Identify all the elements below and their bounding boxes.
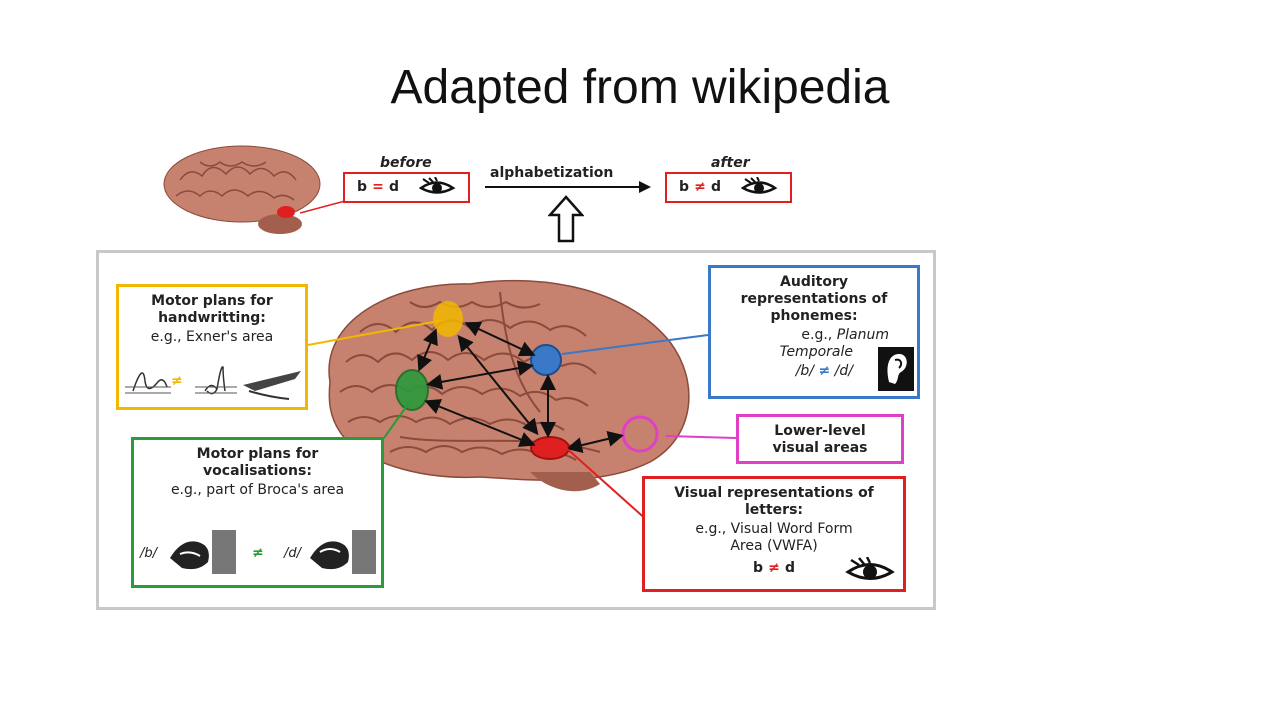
visual-letters-box: Visual representations of letters: e.g.,… [642,476,906,592]
auditory-title-3: phonemes: [770,308,858,324]
motor-handwriting-example: e.g., Exner's area [150,329,274,345]
up-arrow-icon [548,195,584,243]
motor-handwriting-box: Motor plans for handwritting: e.g., Exne… [116,284,308,410]
motor-vocal-example: e.g., part of Broca's area [170,482,345,498]
auditory-example-1: Planum [836,327,889,343]
leader-lines [307,319,737,531]
vocal-pair-right: /d/ [284,546,302,561]
auditory-title-1: Auditory [780,274,848,290]
alphabetization-arrow [485,181,651,193]
large-brain-illustration [328,279,690,492]
eye-icon [419,177,456,194]
process-label: alphabetization [490,165,614,181]
motor-vocal-box: Motor plans for vocalisations: e.g., par… [131,437,384,588]
before-letter-left: b [357,179,368,195]
small-brain-icon [163,145,321,234]
broca-area-marker [395,369,429,411]
visual-letters-not-equal-sign: ≠ [768,560,780,576]
auditory-not-equal-sign: ≠ [818,363,831,379]
motor-handwriting-title-1: Motor plans for [151,293,273,309]
vocal-pair-left: /b/ [140,546,158,561]
before-label: before [380,155,432,171]
auditory-box: Auditory representations of phonemes: e.… [708,265,920,399]
after-letter-left: b [679,179,690,195]
after-letter-right: d [710,179,721,195]
before-equal-sign: = [372,179,384,195]
before-letter-right: d [388,179,399,195]
auditory-example-2: Temporale [779,344,853,360]
ear-icon [878,347,914,391]
eye-icon [845,557,895,580]
auditory-title-2: representations of [740,291,888,307]
visual-letters-pair-left: b [753,560,764,576]
visual-letters-title-1: Visual representations of [674,485,874,501]
lower-visual-title-1: Lower-level [774,423,866,439]
vocal-not-equal-sign: ≠ [252,545,264,561]
before-box: b = d [343,172,470,203]
motor-handwriting-title-2: handwritting: [158,310,266,326]
visual-letters-example-2: Area (VWFA) [730,538,818,554]
before-connector-line [300,200,346,214]
after-label: after [711,155,750,171]
auditory-pair-right: /d/ [834,363,853,379]
lower-visual-title-2: visual areas [772,440,868,456]
motor-vocal-title-1: Motor plans for [196,446,319,462]
mouth-profile-icon [310,530,376,574]
visual-letters-example-1: e.g., Visual Word Form [695,521,853,537]
visual-letters-title-2: letters: [744,502,803,518]
eye-icon [741,177,778,194]
auditory-pair-left: /b/ [795,363,815,379]
auditory-example-prefix: e.g., [801,327,833,343]
exner-area-marker [433,301,463,337]
slide-title: Adapted from wikipedia [390,61,890,114]
handwriting-samples-icon [125,366,301,400]
after-not-equal-sign: ≠ [694,179,706,195]
visual-letters-pair-right: d [784,560,795,576]
mouth-profile-icon [170,530,236,574]
lower-visual-box: Lower-level visual areas [736,414,904,464]
handwriting-not-equal-sign: ≠ [171,373,183,389]
connection-arrows [417,321,624,453]
motor-vocal-title-2: vocalisations: [203,463,312,479]
small-brain-illustration [163,145,321,234]
after-box: b ≠ d [665,172,792,203]
